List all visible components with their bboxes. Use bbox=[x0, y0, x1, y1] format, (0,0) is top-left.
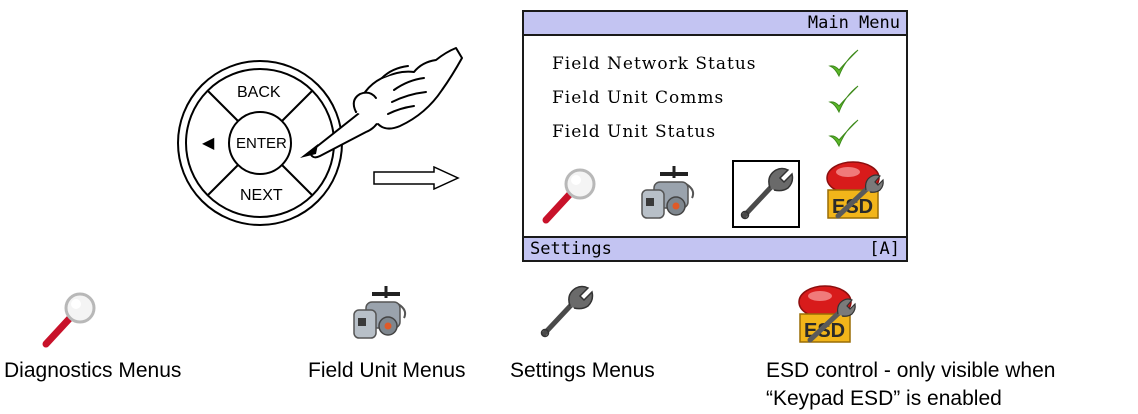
lcd-screen: Main Menu Field Network Status Field Uni… bbox=[522, 10, 908, 262]
status-bar-label: Settings bbox=[530, 239, 612, 259]
back-button[interactable]: BACK bbox=[237, 84, 281, 101]
wrench-icon[interactable] bbox=[736, 164, 794, 222]
next-button[interactable]: NEXT bbox=[240, 187, 283, 204]
esd-control-label-line1: ESD control - only visible when bbox=[766, 359, 1056, 382]
status-row-field-unit-status[interactable]: Field Unit Status bbox=[552, 122, 717, 142]
check-icon bbox=[828, 49, 859, 78]
settings-menus-label: Settings Menus bbox=[510, 359, 655, 382]
pointing-hand-icon bbox=[300, 47, 463, 159]
actuator-icon bbox=[353, 286, 407, 339]
esd-icon[interactable]: ESD bbox=[820, 156, 886, 222]
wrench-icon bbox=[540, 285, 594, 338]
left-arrow-button[interactable]: ◀ bbox=[202, 135, 215, 152]
field-unit-menus-label: Field Unit Menus bbox=[308, 359, 466, 382]
check-icon bbox=[828, 119, 859, 148]
status-row-field-network[interactable]: Field Network Status bbox=[552, 54, 757, 74]
selected-icon-frame bbox=[732, 160, 800, 228]
arrow-right-icon bbox=[373, 166, 460, 190]
magnifier-icon bbox=[42, 292, 96, 348]
actuator-icon[interactable] bbox=[636, 164, 702, 224]
diagnostics-menus-label: Diagnostics Menus bbox=[4, 359, 182, 382]
esd-control-label-line2: “Keypad ESD” is enabled bbox=[766, 387, 1002, 410]
status-bar: Settings [A] bbox=[524, 236, 906, 260]
screen-title: Main Menu bbox=[524, 12, 906, 36]
status-row-field-unit-comms[interactable]: Field Unit Comms bbox=[552, 88, 725, 108]
esd-icon: ESD bbox=[798, 285, 856, 343]
check-icon bbox=[828, 85, 859, 114]
enter-button[interactable]: ENTER bbox=[236, 135, 287, 152]
status-bar-mode: [A] bbox=[869, 239, 900, 259]
magnifier-icon[interactable] bbox=[540, 164, 600, 224]
